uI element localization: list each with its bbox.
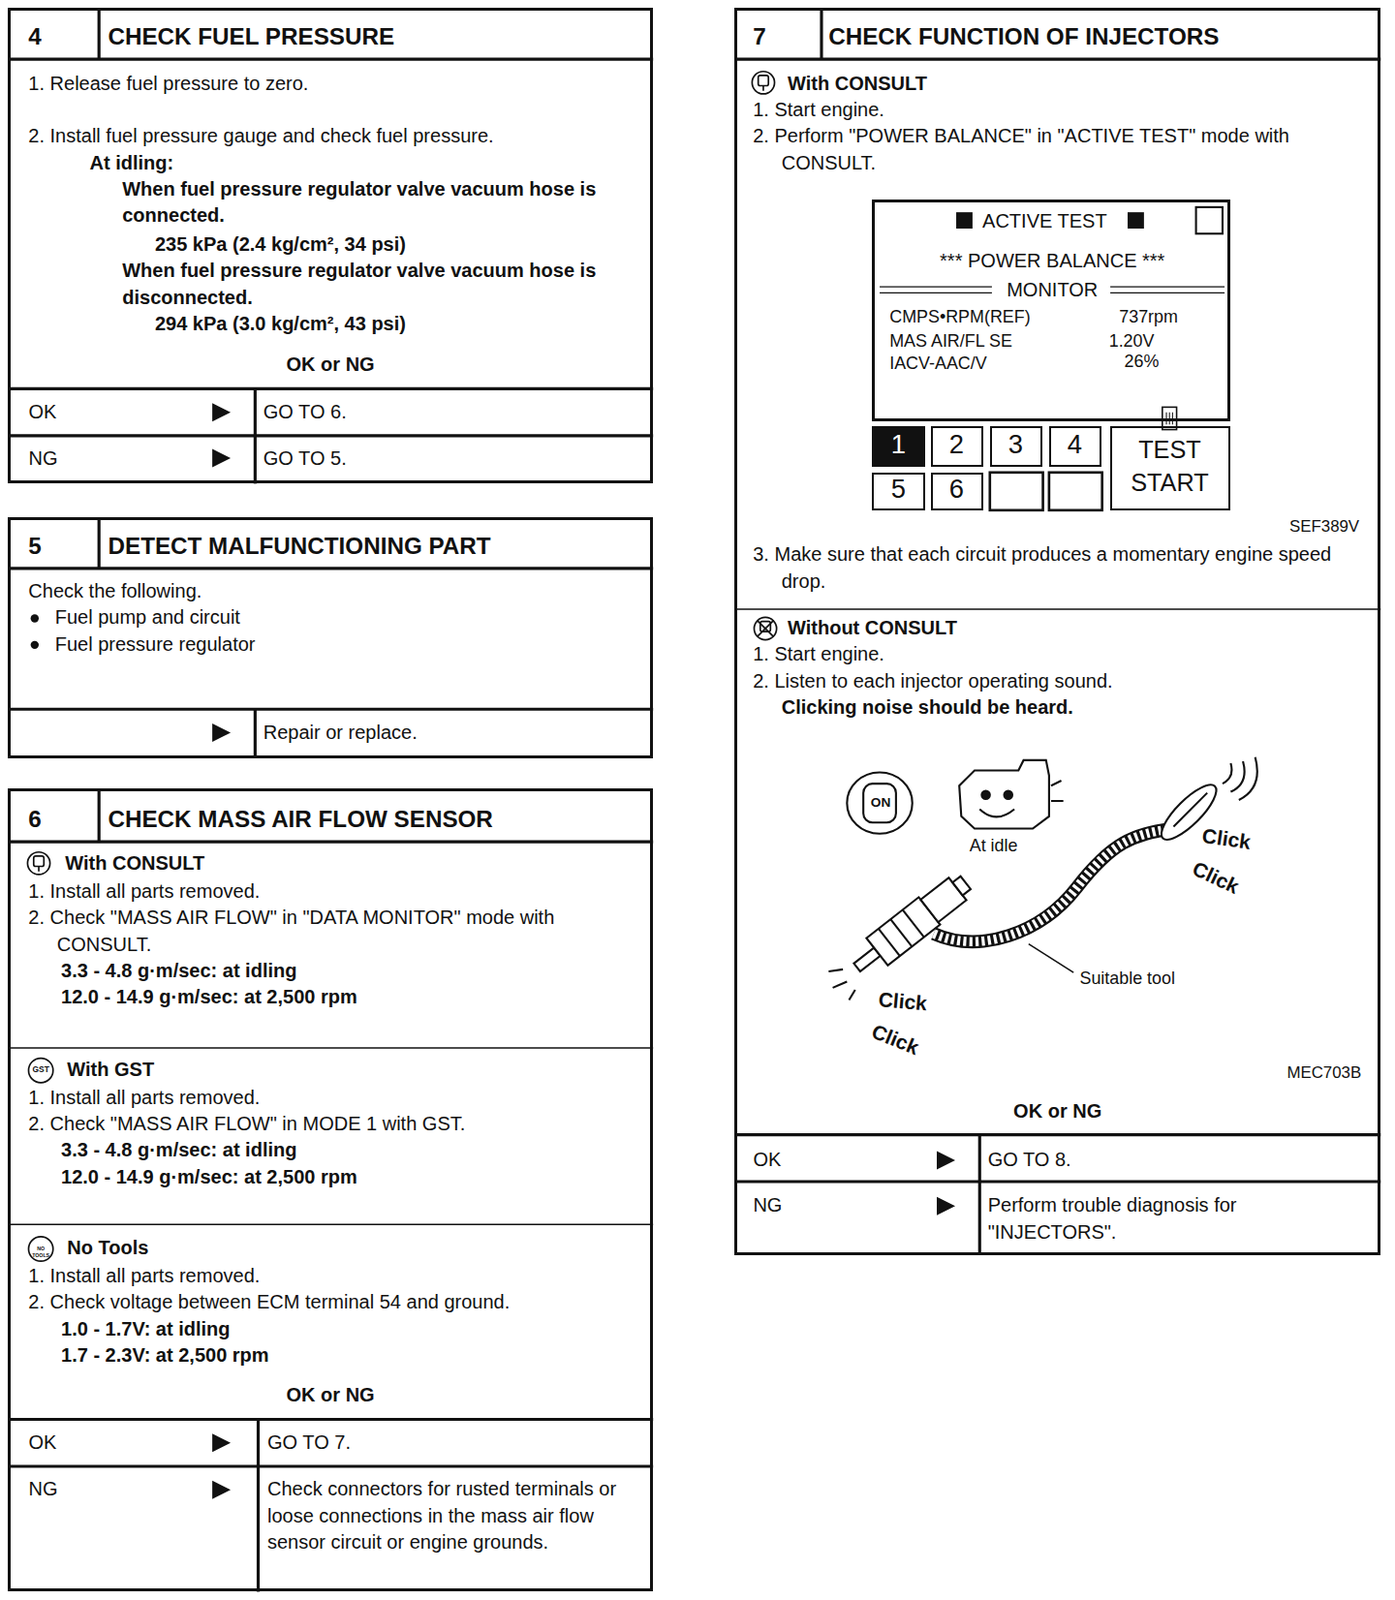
screen-button: 1 bbox=[871, 426, 926, 467]
step-text: 12.0 - 14.9 g·m/sec: at 2,500 rpm bbox=[61, 984, 633, 1011]
sound-label: Click bbox=[1187, 855, 1274, 916]
screen-text: *** POWER BALANCE *** bbox=[877, 248, 1228, 275]
step-text: 235 kPa (2.4 kg/cm², 34 psi) bbox=[155, 231, 646, 258]
step-text: 2. Perform "POWER BALANCE" in "ACTIVE TE… bbox=[752, 123, 1356, 177]
arrow-triangles bbox=[31, 403, 956, 1500]
step-number: 4 bbox=[28, 20, 90, 53]
step-text: 3.3 - 4.8 g·m/sec: at idling bbox=[61, 958, 633, 985]
button-text: TEST START bbox=[1114, 433, 1227, 499]
step-text: Clicking noise should be heard. bbox=[781, 694, 1364, 721]
table-cell: Perform trouble diagnosis for "INJECTORS… bbox=[988, 1192, 1366, 1246]
button-text: 4 bbox=[1048, 427, 1102, 463]
step-text: 2. Check voltage between ECM terminal 54… bbox=[28, 1289, 641, 1316]
figure-code: MEC703B bbox=[1255, 1061, 1363, 1085]
table-cell: Check connectors for rusted terminals or… bbox=[267, 1476, 646, 1556]
screen-text: IACV-AAC/V bbox=[889, 351, 1104, 376]
mode-heading: No Tools bbox=[66, 1235, 475, 1262]
step-title: DETECT MALFUNCTIONING PART bbox=[107, 529, 639, 562]
step-text: 12.0 - 14.9 g·m/sec: at 2,500 rpm bbox=[61, 1164, 633, 1191]
figure-label: At idle bbox=[969, 834, 1062, 859]
sound-label: Click bbox=[867, 1018, 954, 1075]
step-text: 1. Install all parts removed. bbox=[28, 878, 641, 905]
screen-text: 1.20V bbox=[1109, 329, 1207, 354]
mode-heading: With GST bbox=[66, 1056, 475, 1084]
section-rules bbox=[7, 609, 1381, 1225]
icon-text: NO TOOLS bbox=[28, 1245, 53, 1260]
step-text: 3.3 - 4.8 g·m/sec: at idling bbox=[61, 1137, 633, 1164]
table-cell: NG bbox=[752, 1192, 855, 1219]
screen-text: CMPS•RPM(REF) bbox=[889, 305, 1104, 330]
table-cell: OK bbox=[28, 1429, 130, 1457]
table-cell: NG bbox=[28, 445, 130, 472]
step-number: 7 bbox=[752, 20, 814, 53]
button-text: 1 bbox=[871, 427, 926, 463]
figure-code: SEF389V bbox=[1255, 515, 1360, 538]
table-cell: OK bbox=[28, 399, 130, 426]
step-text: 2. Install fuel pressure gauge and check… bbox=[28, 123, 641, 150]
screen-button: 5 bbox=[871, 472, 926, 511]
sound-label: Click bbox=[1200, 822, 1285, 862]
screen-button: 2 bbox=[930, 426, 985, 467]
step-text: 1. Start engine. bbox=[752, 641, 1365, 668]
figure-label: Suitable tool bbox=[1079, 966, 1222, 992]
table-cell: NG bbox=[28, 1476, 130, 1503]
screen-text: MONITOR bbox=[877, 277, 1228, 304]
screen-text: 737rpm bbox=[1118, 305, 1216, 330]
step-text: 1. Install all parts removed. bbox=[28, 1085, 641, 1112]
screen-text: ACTIVE TEST bbox=[982, 208, 1136, 235]
consult-screen: ACTIVE TEST *** POWER BALANCE ***MONITORC… bbox=[871, 199, 1231, 422]
button-text: 2 bbox=[930, 427, 984, 463]
step-text: 2. Listen to each injector operating sou… bbox=[752, 668, 1365, 695]
step-title: CHECK FUEL PRESSURE bbox=[107, 20, 639, 53]
key-text: ON bbox=[865, 795, 897, 811]
result-prompt: OK or NG bbox=[7, 351, 653, 378]
screen-button: 4 bbox=[1049, 426, 1103, 467]
table-cell: Repair or replace. bbox=[263, 719, 642, 746]
step-text: 1.7 - 2.3V: at 2,500 rpm bbox=[61, 1342, 633, 1369]
test-start-button: TEST START bbox=[1110, 426, 1231, 510]
step-text: Fuel pressure regulator bbox=[55, 631, 566, 658]
screen-button: 3 bbox=[990, 426, 1044, 467]
sound-label: Click bbox=[877, 986, 961, 1022]
step-text: 2. Check "MASS AIR FLOW" in "DATA MONITO… bbox=[28, 904, 631, 959]
step-title: CHECK MASS AIR FLOW SENSOR bbox=[107, 803, 639, 836]
screen-text: 26% bbox=[1124, 349, 1207, 374]
button-text: 3 bbox=[989, 427, 1043, 463]
step-box: 6CHECK MASS AIR FLOW SENSORWith CONSULT1… bbox=[7, 788, 653, 1592]
step-title: CHECK FUNCTION OF INJECTORS bbox=[828, 20, 1369, 53]
result-prompt: OK or NG bbox=[734, 1098, 1381, 1125]
step-text: 3. Make sure that each circuit produces … bbox=[752, 541, 1361, 595]
table-cell: OK bbox=[752, 1147, 855, 1174]
result-prompt: OK or NG bbox=[7, 1382, 653, 1409]
step-text: 1. Release fuel pressure to zero. bbox=[28, 70, 641, 97]
table-cell: GO TO 6. bbox=[263, 399, 642, 426]
icon-text: GST bbox=[28, 1064, 53, 1076]
step-text: Fuel pump and circuit bbox=[55, 604, 566, 631]
step-number: 6 bbox=[28, 803, 90, 836]
mode-heading: With CONSULT bbox=[787, 70, 1196, 97]
step-text: 294 kPa (3.0 kg/cm², 43 psi) bbox=[155, 310, 646, 338]
step-text: 1. Install all parts removed. bbox=[28, 1263, 641, 1290]
step-text: 2. Check "MASS AIR FLOW" in MODE 1 with … bbox=[28, 1111, 641, 1138]
step-text: 1. Start engine. bbox=[752, 96, 1365, 124]
table-cell: GO TO 7. bbox=[267, 1429, 646, 1457]
screen-button: 6 bbox=[930, 472, 985, 511]
screen-text: MAS AIR/FL SE bbox=[889, 329, 1104, 354]
step-text: When fuel pressure regulator valve vacuu… bbox=[122, 257, 633, 311]
table-cell: GO TO 5. bbox=[263, 445, 642, 472]
mode-heading: With CONSULT bbox=[64, 850, 473, 877]
step-box: 7 CHECK FUNCTION OF INJECTORS With CONSULT… bbox=[734, 7, 1381, 1255]
table-cell: GO TO 8. bbox=[988, 1147, 1366, 1174]
mode-heading: Without CONSULT bbox=[787, 615, 1196, 642]
step-text: Check the following. bbox=[28, 578, 641, 605]
step-text: When fuel pressure regulator valve vacuu… bbox=[122, 176, 633, 230]
step-number: 5 bbox=[28, 529, 90, 562]
table-rules bbox=[7, 7, 1381, 1592]
step-text: 1.0 - 1.7V: at idling bbox=[61, 1316, 633, 1343]
button-text: 5 bbox=[871, 471, 926, 507]
step-text: At idling: bbox=[90, 150, 601, 177]
button-text: 6 bbox=[930, 471, 984, 507]
mode-icons bbox=[27, 71, 776, 1262]
